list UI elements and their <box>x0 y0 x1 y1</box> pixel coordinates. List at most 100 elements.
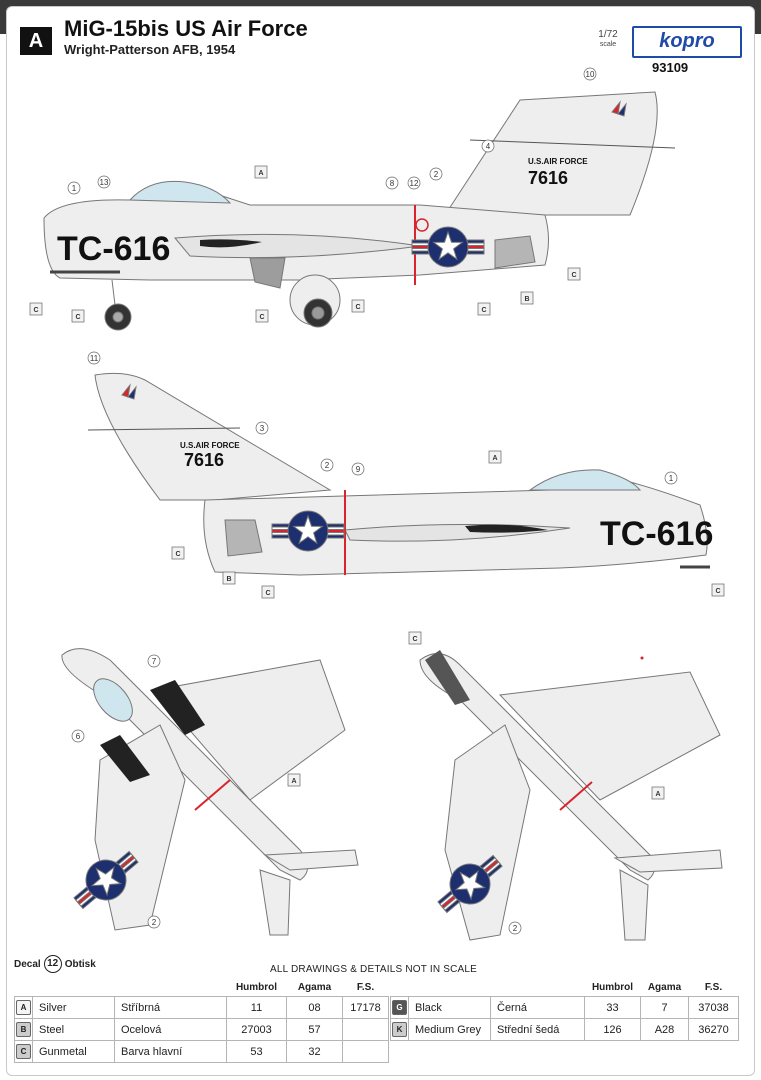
decal-label: Decal <box>14 958 41 970</box>
decal-number: 12 <box>43 955 62 973</box>
callout-7: 7 <box>147 654 161 668</box>
header-fs: F.S. <box>356 981 375 993</box>
scheme-subtitle: Wright-Patterson AFB, 1954 <box>64 42 236 57</box>
header-humbrol: Humbrol <box>591 981 634 993</box>
svg-text:13: 13 <box>100 178 109 187</box>
paint-agama: A28 <box>640 1018 689 1041</box>
scale-indicator: 1/72 scale <box>588 30 628 50</box>
paint-marker-c: C <box>408 631 422 645</box>
paint-name: Silver <box>32 996 115 1019</box>
scheme-badge: A <box>20 27 52 55</box>
callouts: 1 13 8 12 2 4 10 11 3 2 9 1 7 6 2 2 <box>67 67 678 935</box>
paint-marker-a: A <box>651 786 665 800</box>
bottom-view <box>419 650 723 941</box>
callout-1-v2: 1 <box>664 471 678 485</box>
callout-2-v2: 2 <box>320 458 334 472</box>
svg-text:B: B <box>524 296 529 303</box>
paint-humbrol: 27003 <box>226 1018 287 1041</box>
svg-text:C: C <box>259 314 264 321</box>
left-profile-view <box>43 91 676 331</box>
paint-swatch-black: G <box>392 1000 407 1015</box>
paint-swatch-a: A <box>16 1000 31 1015</box>
callout-13: 13 <box>97 175 111 189</box>
svg-text:12: 12 <box>410 179 419 188</box>
svg-text:A: A <box>291 778 296 785</box>
scheme-title: MiG-15bis US Air Force <box>64 16 308 41</box>
svg-text:C: C <box>175 551 180 558</box>
svg-text:10: 10 <box>586 70 595 79</box>
paint-name-cz: Černá <box>490 996 585 1019</box>
paint-agama: 08 <box>286 996 343 1019</box>
right-profile-code: TC-616 <box>600 515 713 553</box>
callout-2-v3: 2 <box>147 915 161 929</box>
paint-marker-c: C <box>477 302 491 316</box>
paint-marker-c: C <box>71 309 85 323</box>
paint-humbrol: 126 <box>584 1018 641 1041</box>
svg-text:6: 6 <box>76 732 81 741</box>
paint-marker-c: C <box>261 585 275 599</box>
paint-name-cz: Barva hlavní <box>114 1040 227 1063</box>
callout-2-v4: 2 <box>508 921 522 935</box>
scale-label: scale <box>599 41 617 48</box>
paint-fs <box>342 1018 389 1041</box>
paint-fs: 17178 <box>342 996 389 1019</box>
paint-marker-c: C <box>255 309 269 323</box>
left-profile-serial: 7616 <box>528 168 568 188</box>
svg-text:4: 4 <box>486 142 491 151</box>
left-profile-tail-text: U.S.AIR FORCE <box>528 157 588 166</box>
aircraft-drawings: TC-616 U.S.AIR FORCE 7616 TC-616 U.S.AIR… <box>29 67 725 941</box>
svg-text:C: C <box>481 307 486 314</box>
top-view <box>61 648 359 936</box>
header-humbrol: Humbrol <box>235 981 278 993</box>
paint-fs <box>342 1040 389 1063</box>
paint-name-cz: Ocelová <box>114 1018 227 1041</box>
paint-table-left-header: Humbrol Agama F.S. <box>15 978 389 997</box>
svg-text:1: 1 <box>72 184 77 193</box>
paint-table-right-header: Humbrol Agama F.S. <box>391 978 739 997</box>
callout-12: 12 <box>407 176 421 190</box>
callout-2-v1: 2 <box>429 167 443 181</box>
paint-row: K Medium Grey Střední šedá 126 A28 36270 <box>390 1018 739 1041</box>
svg-text:7: 7 <box>152 657 157 666</box>
product-number: 93109 <box>652 60 689 75</box>
paint-swatch-b: B <box>16 1022 31 1037</box>
paint-fs: 37038 <box>688 996 739 1019</box>
right-profile-tail-text: U.S.AIR FORCE <box>180 441 240 450</box>
paint-markers: A A A A B B C C C C C C C C C C <box>29 165 725 800</box>
callout-6: 6 <box>71 729 85 743</box>
svg-text:C: C <box>33 307 38 314</box>
svg-text:2: 2 <box>434 170 439 179</box>
paint-marker-a: A <box>287 773 301 787</box>
paint-marker-a: A <box>488 450 502 464</box>
paint-name-cz: Stříbrná <box>114 996 227 1019</box>
brand-logo: kopro <box>632 26 742 58</box>
decal-label-cz: Obtisk <box>64 958 96 970</box>
paint-swatch-grey: K <box>392 1022 407 1037</box>
paint-marker-c: C <box>567 267 581 281</box>
paint-row: G Black Černá 33 7 37038 <box>390 996 739 1019</box>
svg-text:8: 8 <box>390 179 395 188</box>
svg-text:A: A <box>655 791 660 798</box>
paint-humbrol: 11 <box>226 996 287 1019</box>
paint-name: Medium Grey <box>408 1018 491 1041</box>
left-profile-code: TC-616 <box>57 230 170 268</box>
paint-agama: 32 <box>286 1040 343 1063</box>
paint-humbrol: 53 <box>226 1040 287 1063</box>
callout-1-v1: 1 <box>67 181 81 195</box>
paint-marker-a: A <box>254 165 268 179</box>
right-profile-serial: 7616 <box>184 450 224 470</box>
header-agama: Agama <box>297 981 332 993</box>
paint-name-cz: Střední šedá <box>490 1018 585 1041</box>
svg-text:C: C <box>571 272 576 279</box>
svg-text:A: A <box>258 170 263 177</box>
paint-marker-c: C <box>351 299 365 313</box>
callout-11: 11 <box>87 351 101 365</box>
paint-row: B Steel Ocelová 27003 57 <box>14 1018 389 1041</box>
paint-name: Gunmetal <box>32 1040 115 1063</box>
paint-agama: 57 <box>286 1018 343 1041</box>
decal-sheet-label: Decal 12 Obtisk <box>14 955 96 973</box>
callout-3: 3 <box>255 421 269 435</box>
paint-row: C Gunmetal Barva hlavní 53 32 <box>14 1040 389 1063</box>
paint-name: Steel <box>32 1018 115 1041</box>
svg-text:2: 2 <box>325 461 330 470</box>
